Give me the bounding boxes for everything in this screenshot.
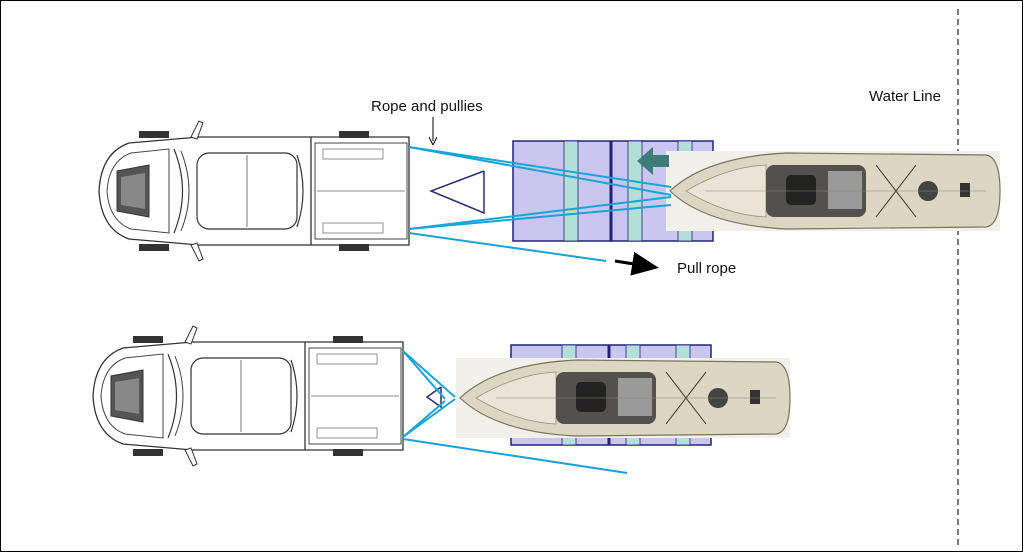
pulley-frame-bottom [425, 386, 442, 409]
pickup-truck-bottom [92, 325, 404, 467]
water-line-label: Water Line [869, 88, 941, 105]
rope-lines-bottom [402, 350, 628, 474]
pull-rope-label: Pull rope [677, 260, 736, 277]
kayak-top [665, 150, 1001, 232]
pickup-truck-top [98, 120, 410, 262]
block-arrow-left-icon [637, 147, 669, 175]
scenario-top: Rope and pullies Pull rope [98, 98, 1001, 277]
kayak-bottom [455, 357, 791, 439]
arrow-right-icon [614, 251, 659, 276]
pulley-frame-top [428, 170, 485, 215]
scenario-bottom [92, 325, 791, 474]
rope-and-pullies-label: Rope and pullies [371, 98, 483, 115]
rope-lines-top [408, 146, 672, 262]
